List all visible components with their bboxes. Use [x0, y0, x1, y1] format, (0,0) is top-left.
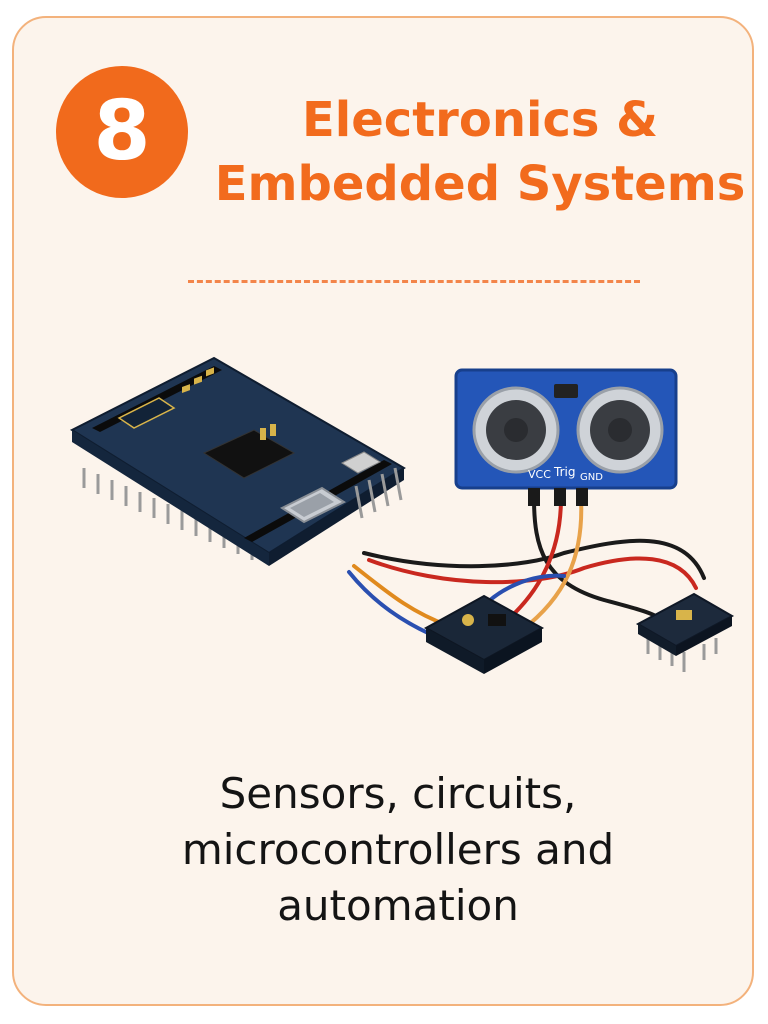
jumper-wires-icon — [347, 496, 706, 640]
badge-number: 8 — [93, 84, 151, 179]
card-title-line-2: Embedded Systems — [214, 156, 746, 212]
microcontroller-board-icon — [69, 356, 406, 566]
chip-module-icon — [635, 592, 735, 672]
card-title: Electronics & Embedded Systems — [200, 88, 760, 216]
electronics-illustration: VCC Trig GND — [69, 356, 735, 674]
caption-line-2: microcontrollers and — [181, 825, 615, 874]
sensor-pin-vcc: VCC — [528, 468, 551, 481]
caption-line-3: automation — [277, 881, 519, 930]
topic-card: 8 Electronics & Embedded Systems — [12, 16, 754, 1006]
dashed-divider — [188, 280, 640, 283]
sensor-pin-gnd: GND — [580, 472, 603, 483]
caption-line-1: Sensors, circuits, — [219, 769, 577, 818]
card-title-line-1: Electronics & — [301, 92, 659, 148]
sensor-pin-trig: Trig — [553, 465, 575, 479]
card-caption: Sensors, circuits, microcontrollers and … — [54, 766, 742, 934]
number-badge: 8 — [56, 66, 188, 198]
sensor-module-icon — [423, 594, 545, 674]
ultrasonic-sensor-icon: VCC Trig GND — [454, 368, 678, 506]
